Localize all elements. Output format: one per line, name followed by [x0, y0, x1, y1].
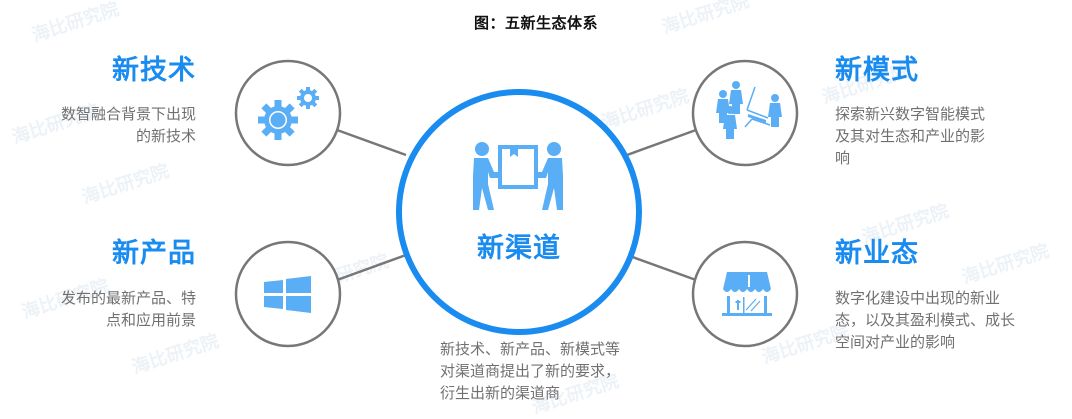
windows-tiles-icon: [264, 276, 311, 313]
figure-title: 图：五新生态体系: [473, 14, 598, 32]
ring-product: [234, 240, 342, 348]
connector-format: [626, 253, 697, 282]
connectors: [336, 128, 697, 282]
node-format-title: 新业态: [835, 238, 919, 269]
center-description: 新技术、新产品、新模式等 对渠道商提出了新的要求， 衍生出新的渠道商: [440, 338, 680, 404]
connector-tech: [336, 128, 407, 157]
node-format-description: 数字化建设中出现的新业 态，以及其盈利模式、成长 空间对产业的影响: [835, 287, 1055, 353]
center-description-line: 新技术、新产品、新模式等: [440, 340, 621, 358]
description-line: 响: [835, 149, 851, 167]
ring-format: [691, 240, 799, 348]
connector-mode: [626, 128, 697, 157]
description-line: 及其对生态和产业的影: [835, 127, 986, 145]
connector-product: [336, 253, 407, 282]
description-line: 的新技术: [135, 127, 196, 145]
node-tech-title: 新技术: [112, 55, 196, 86]
business-people-icon: [716, 81, 782, 139]
ring-mode: [691, 59, 799, 167]
people-carrying-box-icon: [473, 142, 563, 210]
node-product-title: 新产品: [112, 238, 196, 269]
description-line: 数智融合背景下出现: [60, 105, 196, 123]
storefront-icon: [670, 272, 789, 316]
node-mode-description: 探索新兴数字智能模式 及其对生态和产业的影 响: [835, 103, 1035, 169]
gears-icon: [258, 87, 319, 140]
node-tech-description: 数智融合背景下出现 的新技术: [20, 103, 196, 147]
center-description-line: 衍生出新的渠道商: [440, 384, 561, 402]
node-mode-title: 新模式: [835, 55, 919, 86]
description-line: 数字化建设中出现的新业: [835, 289, 1001, 307]
center-ring: [396, 89, 642, 335]
center-description-line: 对渠道商提出了新的要求，: [440, 362, 621, 380]
node-product-description: 发布的最新产品、特 点和应用前景: [20, 287, 196, 331]
description-line: 探索新兴数字智能模式: [835, 105, 986, 123]
description-line: 空间对产业的影响: [835, 333, 956, 351]
description-line: 态，以及其盈利模式、成长: [835, 311, 1016, 329]
center-label: 新渠道: [477, 233, 561, 264]
description-line: 发布的最新产品、特: [60, 289, 196, 307]
description-line: 点和应用前景: [105, 311, 196, 329]
